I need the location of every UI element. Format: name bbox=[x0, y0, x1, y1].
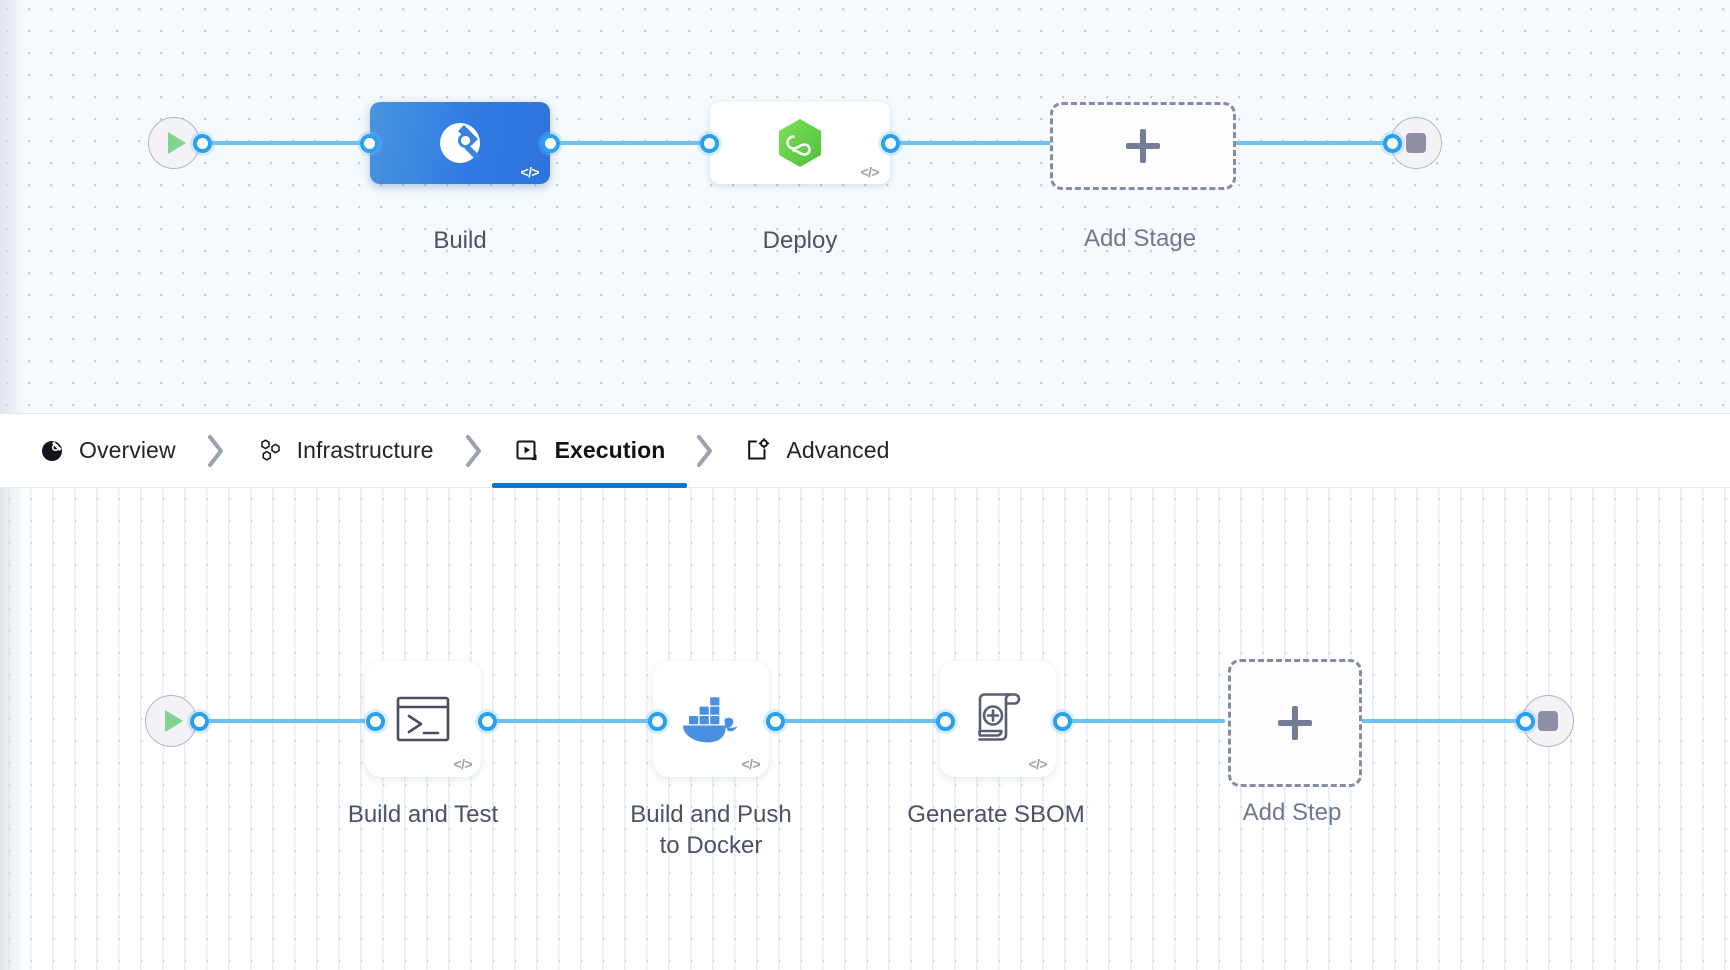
port-build-test-in[interactable] bbox=[366, 712, 385, 731]
stop-icon bbox=[1538, 711, 1558, 731]
edge-build-to-deploy bbox=[540, 141, 720, 145]
stop-icon bbox=[1406, 133, 1426, 153]
edge-add-to-end bbox=[1225, 141, 1405, 145]
execution-graph-canvas[interactable]: </> Build and Test </> bbox=[0, 488, 1730, 970]
play-icon bbox=[164, 710, 183, 732]
port-build-in[interactable] bbox=[360, 134, 379, 153]
add-step-label: Add Step bbox=[1242, 799, 1342, 826]
port-deploy-in[interactable] bbox=[700, 134, 719, 153]
tab-label: Overview bbox=[79, 437, 176, 463]
tab-advanced[interactable]: Advanced bbox=[741, 413, 893, 488]
stage-label-deploy: Deploy bbox=[762, 227, 838, 254]
overview-pie-icon bbox=[38, 437, 66, 465]
code-badge: </> bbox=[741, 756, 761, 772]
port-start-out[interactable] bbox=[193, 134, 212, 153]
step-label-generate-sbom: Generate SBOM bbox=[907, 801, 1085, 828]
chevron-right-icon bbox=[438, 413, 510, 488]
step-label-build-and-push-to-docker: Build and Push to Docker bbox=[630, 801, 792, 859]
hexagon-cluster-icon bbox=[256, 437, 284, 465]
play-box-icon bbox=[514, 437, 542, 465]
port-docker-in[interactable] bbox=[648, 712, 667, 731]
stage-label-build: Build bbox=[433, 227, 487, 254]
tab-overview[interactable]: Overview bbox=[34, 413, 180, 488]
stage-config-tabs[interactable]: Overview Infrastructure bbox=[0, 413, 1730, 488]
edge-deploy-to-add bbox=[875, 141, 1060, 145]
edge-sbom-to-add bbox=[1055, 719, 1225, 723]
chevron-right-icon bbox=[180, 413, 252, 488]
tab-label: Advanced bbox=[786, 437, 890, 463]
edge-docker-to-sbom bbox=[766, 719, 946, 723]
edge-add-to-end bbox=[1355, 719, 1525, 723]
edge-start-to-build-test bbox=[196, 719, 374, 723]
tab-execution[interactable]: Execution bbox=[491, 413, 688, 488]
port-build-test-out[interactable] bbox=[478, 712, 497, 731]
port-end-in[interactable] bbox=[1383, 134, 1402, 153]
chevron-right-icon bbox=[669, 413, 741, 488]
step-node-generate-sbom[interactable]: </> bbox=[940, 661, 1056, 777]
port-docker-out[interactable] bbox=[766, 712, 785, 731]
play-icon bbox=[167, 132, 186, 154]
code-badge: </> bbox=[453, 756, 473, 772]
stage-node-deploy[interactable]: </> bbox=[710, 102, 890, 184]
tab-label: Infrastructure bbox=[296, 437, 434, 463]
add-step-node[interactable] bbox=[1228, 659, 1362, 787]
stage-node-build[interactable]: </> bbox=[370, 102, 550, 184]
tab-label: Execution bbox=[554, 437, 666, 463]
terminal-icon bbox=[396, 696, 450, 742]
code-badge: </> bbox=[860, 164, 880, 180]
edge-start-to-build bbox=[200, 141, 372, 145]
code-badge: </> bbox=[520, 164, 540, 180]
add-stage-label: Add Stage bbox=[1083, 225, 1197, 252]
port-exec-end-in[interactable] bbox=[1516, 712, 1535, 731]
pipeline-end-node[interactable] bbox=[1390, 117, 1442, 169]
port-sbom-out[interactable] bbox=[1053, 712, 1072, 731]
edge-build-test-to-docker bbox=[487, 719, 657, 723]
plus-icon bbox=[1278, 706, 1312, 740]
harness-cd-icon bbox=[779, 119, 821, 167]
stage-graph-canvas[interactable]: </> Build </> Deploy bbox=[0, 0, 1730, 413]
pipeline-start-node[interactable] bbox=[148, 117, 200, 169]
port-deploy-out[interactable] bbox=[881, 134, 900, 153]
code-badge: </> bbox=[1028, 756, 1048, 772]
step-label-build-and-test: Build and Test bbox=[347, 801, 499, 828]
port-sbom-in[interactable] bbox=[936, 712, 955, 731]
plus-icon bbox=[1126, 129, 1160, 163]
harness-ci-icon bbox=[440, 123, 480, 163]
tab-infrastructure[interactable]: Infrastructure bbox=[252, 413, 438, 488]
sbom-scroll-icon bbox=[978, 693, 1021, 741]
port-build-out[interactable] bbox=[541, 134, 560, 153]
port-exec-start-out[interactable] bbox=[190, 712, 209, 731]
docker-icon bbox=[683, 697, 738, 743]
add-stage-node[interactable] bbox=[1050, 102, 1236, 190]
box-gear-icon bbox=[745, 437, 773, 465]
step-node-build-and-push-to-docker[interactable]: </> bbox=[653, 661, 769, 777]
